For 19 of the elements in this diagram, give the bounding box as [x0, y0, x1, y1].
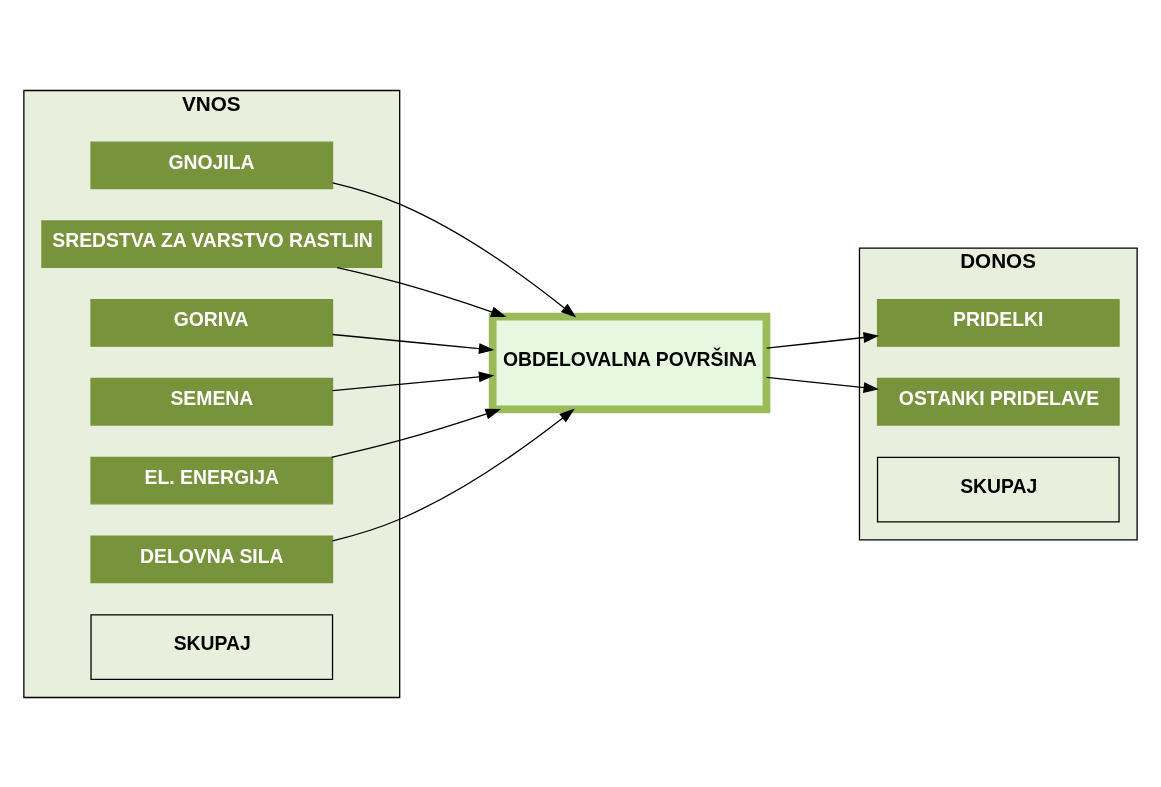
node-box: OBDELOVALNA POVRŠINA [488, 312, 771, 413]
arrow [330, 408, 501, 458]
arrow [766, 376, 880, 393]
arrow [332, 181, 577, 318]
node-box: GORIVA [90, 298, 334, 347]
node-box: PRIDELKI [876, 298, 1120, 347]
node-box: SREDSTVA ZA VARSTVO RASTLIN [41, 219, 383, 268]
node-box: GNOJILA [90, 141, 334, 189]
node-box: SKUPAJ [90, 613, 334, 680]
arrow [336, 266, 507, 317]
arrow [332, 408, 575, 541]
node-box: OSTANKI PRIDELAVE [876, 377, 1120, 426]
node-box: SEMENA [90, 377, 334, 426]
arrow [331, 371, 495, 391]
node-box: DELOVNA SILA [90, 534, 334, 583]
arrow [766, 331, 880, 349]
node-box: SKUPAJ [876, 456, 1120, 522]
node-box: EL. ENERGIJA [90, 456, 334, 504]
arrow [331, 333, 495, 354]
